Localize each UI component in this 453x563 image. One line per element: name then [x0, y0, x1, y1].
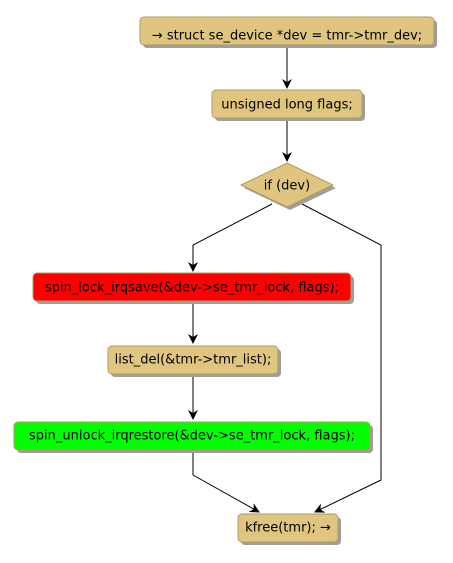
node-flags[interactable]: unsigned long flags;: [211, 89, 365, 121]
node-unlock[interactable]: spin_unlock_irqrestore(&dev->se_tmr_lock…: [13, 421, 373, 453]
node-if-dev-label: if (dev): [264, 179, 310, 194]
node-start[interactable]: → struct se_device *dev = tmr->tmr_dev;: [139, 16, 437, 48]
node-if-dev[interactable]: if (dev): [239, 162, 336, 210]
node-lock[interactable]: spin_lock_irqsave(&dev->se_tmr_lock, fla…: [32, 272, 354, 304]
node-listdel-label: list_del(&tmr->tmr_list);: [115, 353, 272, 368]
edge-if-to-lock: [188, 203, 273, 272]
edge-if-to-kfree: [301, 203, 382, 513]
node-kfree[interactable]: kfree(tmr); →: [237, 513, 341, 545]
node-lock-label: spin_lock_irqsave(&dev->se_tmr_lock, fla…: [45, 281, 339, 296]
node-start-label: → struct se_device *dev = tmr->tmr_dev;: [152, 29, 422, 44]
node-unlock-label: spin_unlock_irqrestore(&dev->se_tmr_lock…: [29, 429, 355, 444]
node-kfree-label: kfree(tmr); →: [245, 521, 331, 536]
node-flags-label: unsigned long flags;: [221, 98, 353, 113]
node-listdel[interactable]: list_del(&tmr->tmr_list);: [107, 345, 281, 377]
edge-unlock-to-kfree: [192, 452, 260, 513]
edges: [188, 46, 382, 513]
